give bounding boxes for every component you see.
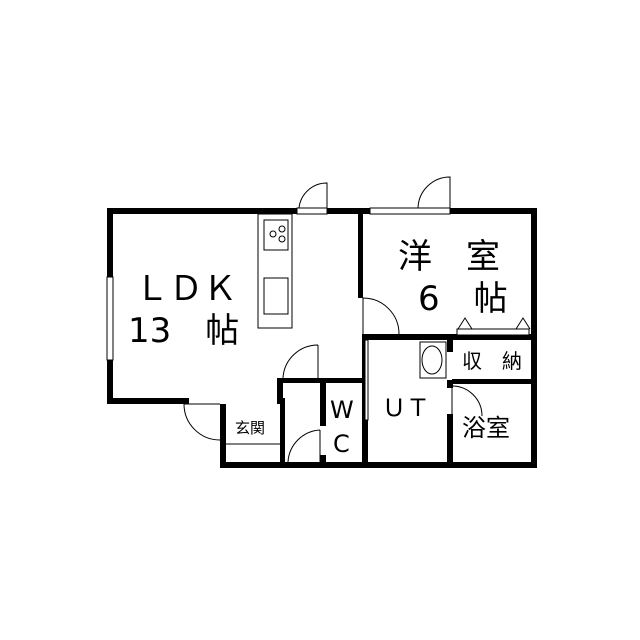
kitchen-counter xyxy=(257,213,293,329)
storage-shelf xyxy=(456,328,530,336)
washbasin-icon xyxy=(421,345,443,375)
sink-icon xyxy=(263,277,289,315)
burner-icon xyxy=(278,225,286,233)
wc-label-w: W xyxy=(330,396,354,424)
western-window xyxy=(369,207,451,215)
ldk-window xyxy=(106,276,114,361)
bath-label: 浴室 xyxy=(462,414,510,442)
ut-partition xyxy=(364,339,369,421)
front-door-swing xyxy=(298,182,328,209)
ut-label: ＵＴ xyxy=(382,394,430,422)
fixtures xyxy=(257,213,531,379)
storage-door-icon xyxy=(457,317,531,330)
wc-door-swing xyxy=(287,429,321,463)
western-window-door-swing xyxy=(417,176,451,209)
burner-icon xyxy=(278,235,286,243)
wc-label-c: C xyxy=(333,430,350,458)
washbasin-frame xyxy=(419,341,447,379)
western-size-label: 6 帖 xyxy=(418,279,508,319)
stove-icon xyxy=(263,219,289,251)
windows-and-doors xyxy=(106,176,483,463)
storage-label: 収 納 xyxy=(462,349,522,373)
burner-icon xyxy=(269,230,277,238)
labels: ＬＤＫ 13 帖 洋 室 6 帖 収 納 ＵＴ 浴室 W C 玄関 xyxy=(128,237,522,458)
entrance-door-swing xyxy=(183,403,221,441)
western-door-swing xyxy=(362,297,400,335)
western-room-label: 洋 室 xyxy=(398,237,500,277)
entrance-label: 玄関 xyxy=(235,419,265,437)
bath-door-swing xyxy=(451,385,483,417)
front-door-frame xyxy=(296,207,328,215)
ldk-door-swing xyxy=(282,344,319,379)
ldk-label: ＬＤＫ xyxy=(135,269,237,309)
ldk-size-label: 13 帖 xyxy=(128,311,239,351)
